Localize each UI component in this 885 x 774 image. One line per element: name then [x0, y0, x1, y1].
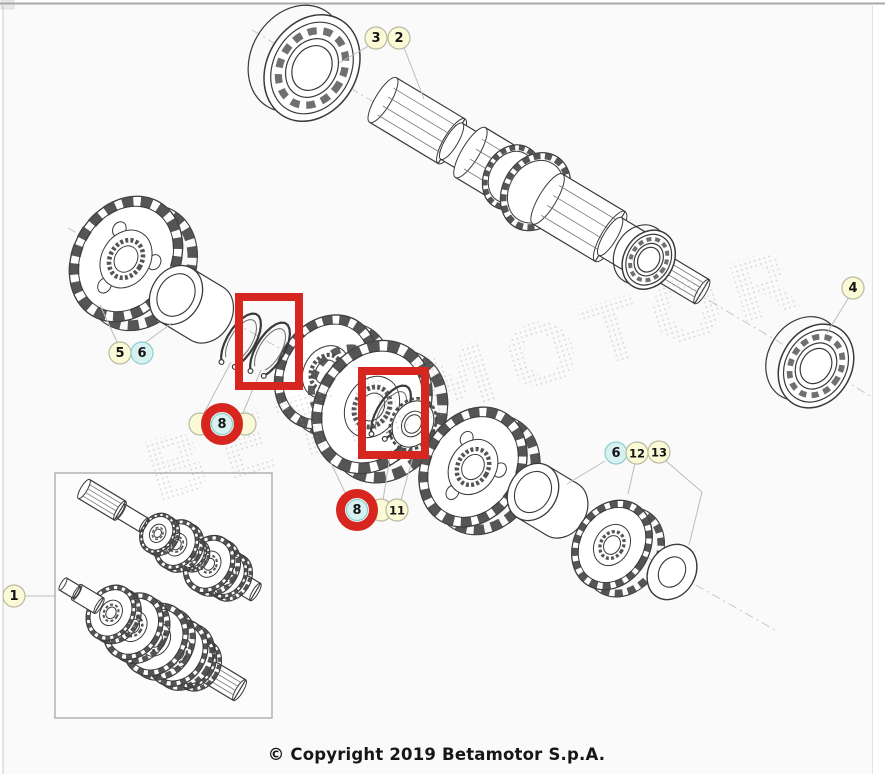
- callout-4[interactable]: 4: [841, 276, 865, 300]
- svg-text:13: 13: [651, 446, 667, 460]
- leader-line: [566, 460, 606, 485]
- circlip-drawing-item8b: [247, 321, 292, 379]
- shaft-end-bearing-drawing: [612, 224, 677, 290]
- bearing-drawing-item4: [765, 316, 855, 409]
- callout-5[interactable]: 5: [108, 341, 132, 365]
- callout-8[interactable]: 8: [210, 412, 234, 436]
- callout-12[interactable]: 12: [625, 441, 649, 465]
- svg-text:12: 12: [629, 447, 645, 461]
- svg-text:8: 8: [217, 417, 226, 432]
- bearing-drawing-item3: [247, 4, 361, 123]
- bushing-drawing-item6: [148, 264, 235, 344]
- leader-line: [99, 304, 118, 343]
- svg-text:3: 3: [371, 31, 380, 46]
- leader-line: [242, 369, 262, 414]
- inset-lower-shaft-drawing: [58, 577, 247, 702]
- copyright-text: © Copyright 2019 Betamotor S.p.A.: [267, 745, 606, 764]
- highlight-ring-1: [201, 403, 243, 445]
- inset-upper-shaft-drawing: [77, 478, 262, 602]
- callout-1[interactable]: 1: [2, 584, 26, 608]
- svg-text:2: 2: [394, 31, 403, 46]
- svg-text:4: 4: [848, 281, 857, 296]
- highlight-ring-2: [336, 489, 378, 531]
- callout-13[interactable]: 13: [647, 440, 671, 464]
- highlight-rect-1: [235, 293, 303, 390]
- leader-line: [400, 452, 415, 501]
- svg-text:5: 5: [115, 346, 124, 361]
- leader-line: [627, 462, 636, 495]
- callout-6[interactable]: 6: [130, 341, 154, 365]
- svg-text:6: 6: [137, 346, 146, 361]
- leader-line: [826, 296, 850, 334]
- highlight-rect-2: [358, 367, 429, 459]
- callout-6[interactable]: 6: [604, 441, 628, 465]
- leader-lines: [25, 43, 850, 597]
- callout-8[interactable]: 8: [345, 498, 369, 522]
- svg-text:6: 6: [611, 446, 620, 461]
- red-highlights: [201, 293, 429, 531]
- leader-line: [203, 361, 232, 414]
- washer-drawing-item13: [646, 543, 698, 601]
- svg-text:8: 8: [352, 503, 361, 518]
- leader-line: [145, 322, 173, 343]
- callout-11[interactable]: 11: [385, 498, 409, 522]
- bushing-drawing: [506, 462, 589, 539]
- svg-text:11: 11: [389, 504, 405, 518]
- svg-text:1: 1: [9, 589, 18, 604]
- leader-line: [665, 460, 703, 546]
- callout-3[interactable]: 3: [364, 26, 388, 50]
- leader-line: [338, 43, 373, 64]
- leader-line: [402, 44, 425, 100]
- callout-2[interactable]: 2: [387, 26, 411, 50]
